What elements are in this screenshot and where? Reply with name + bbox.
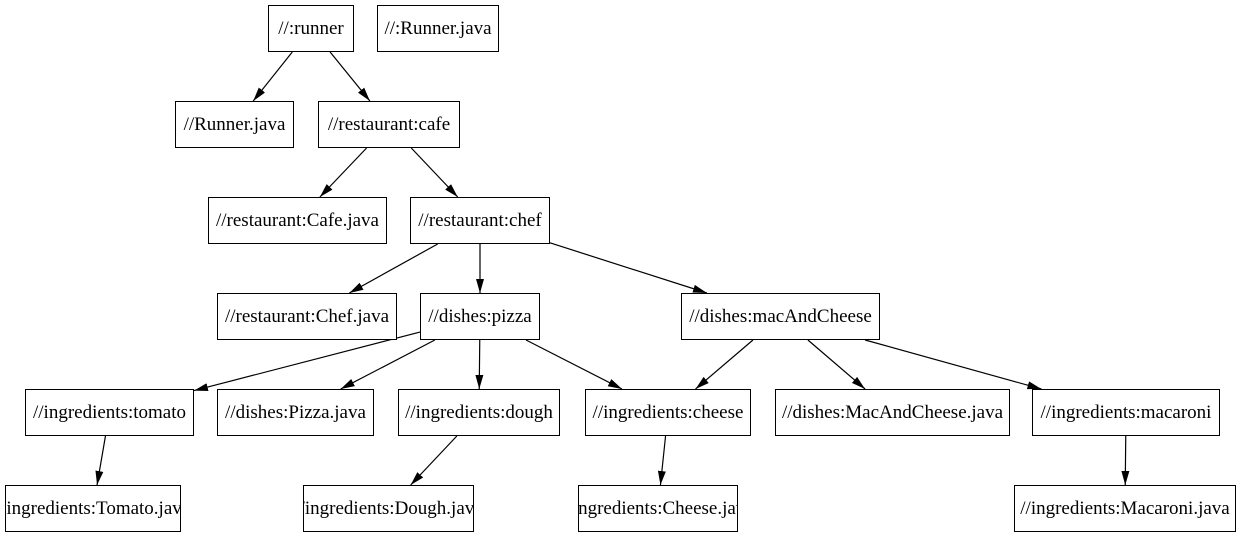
graph-node-runner-java: //Runner.java	[175, 101, 294, 148]
graph-node-pizza-java: //dishes:Pizza.java	[217, 389, 374, 436]
graph-node-dough: //ingredients:dough	[398, 389, 560, 436]
edge-runner-to-runner-java	[252, 51, 293, 102]
edge-cheese-to-cheese-java	[657, 435, 667, 486]
edge-mac-and-cheese-to-mac-and-cheese-java	[807, 339, 866, 390]
graph-node-chef-java: //restaurant:Chef.java	[217, 293, 397, 340]
edge-chef-to-mac-and-cheese	[549, 242, 708, 294]
edge-mac-and-cheese-to-cheese	[695, 339, 754, 390]
edge-chef-to-chef-java	[349, 243, 438, 294]
graph-node-label: //ingredients:macaroni	[1040, 402, 1212, 423]
graph-node-runner-src: //:Runner.java	[377, 5, 499, 52]
graph-node-runner: //:runner	[268, 5, 354, 52]
graph-node-mac-and-cheese: //dishes:macAndCheese	[681, 293, 880, 340]
graph-node-label: //ingredients:cheese	[592, 402, 744, 423]
graph-node-cheese: //ingredients:cheese	[585, 389, 751, 436]
graph-node-label: //ingredients:Macaroni.java	[1020, 498, 1230, 519]
edge-pizza-to-cheese	[525, 339, 623, 390]
graph-node-label: //ingredients:Dough.java	[303, 498, 474, 519]
graph-node-label: //restaurant:cafe	[327, 114, 451, 135]
edge-dough-to-dough-java	[410, 435, 458, 486]
graph-node-cheese-java: //ingredients:Cheese.java	[578, 485, 738, 532]
graph-node-label: //restaurant:chef	[418, 210, 542, 231]
edge-cafe-to-chef	[410, 147, 459, 198]
graph-node-cafe: //restaurant:cafe	[318, 101, 460, 148]
graph-node-label: //:runner	[278, 18, 344, 39]
edge-mac-and-cheese-to-macaroni	[864, 339, 1042, 390]
graph-node-label: //dishes:macAndCheese	[689, 306, 872, 327]
graph-node-cafe-java: //restaurant:Cafe.java	[208, 197, 387, 244]
graph-node-dough-java: //ingredients:Dough.java	[303, 485, 474, 532]
graph-node-label: //dishes:MacAndCheese.java	[781, 402, 1004, 423]
edge-runner-to-cafe	[329, 51, 371, 102]
edge-pizza-to-tomato	[193, 331, 421, 392]
graph-node-tomato: //ingredients:tomato	[25, 389, 194, 436]
graph-node-label: //Runner.java	[183, 114, 286, 135]
graph-node-label: //restaurant:Cafe.java	[215, 210, 379, 231]
graph-node-macaroni-java: //ingredients:Macaroni.java	[1014, 485, 1236, 532]
edge-macaroni-to-macaroni-java	[1121, 435, 1130, 486]
edge-cafe-to-cafe-java	[319, 147, 368, 198]
graph-node-macaroni: //ingredients:macaroni	[1032, 389, 1220, 436]
graph-node-label: //ingredients:Cheese.java	[578, 498, 737, 519]
edge-tomato-to-tomato-java	[95, 435, 107, 486]
graph-node-label: //restaurant:Chef.java	[224, 306, 390, 327]
graph-node-label: //ingredients:Tomato.java	[5, 498, 181, 519]
graph-node-label: //ingredients:dough	[405, 402, 553, 423]
edge-pizza-to-pizza-java	[340, 339, 436, 390]
graph-node-label: //ingredients:tomato	[32, 402, 187, 423]
graph-node-label: //:Runner.java	[384, 18, 492, 39]
edge-pizza-to-dough	[475, 339, 484, 390]
graph-node-mac-and-cheese-java: //dishes:MacAndCheese.java	[775, 389, 1010, 436]
graph-node-pizza: //dishes:pizza	[420, 293, 540, 340]
graph-node-label: //dishes:Pizza.java	[225, 402, 366, 423]
graph-node-label: //dishes:pizza	[428, 306, 532, 327]
graph-node-tomato-java: //ingredients:Tomato.java	[5, 485, 181, 532]
graph-node-chef: //restaurant:chef	[410, 197, 550, 244]
